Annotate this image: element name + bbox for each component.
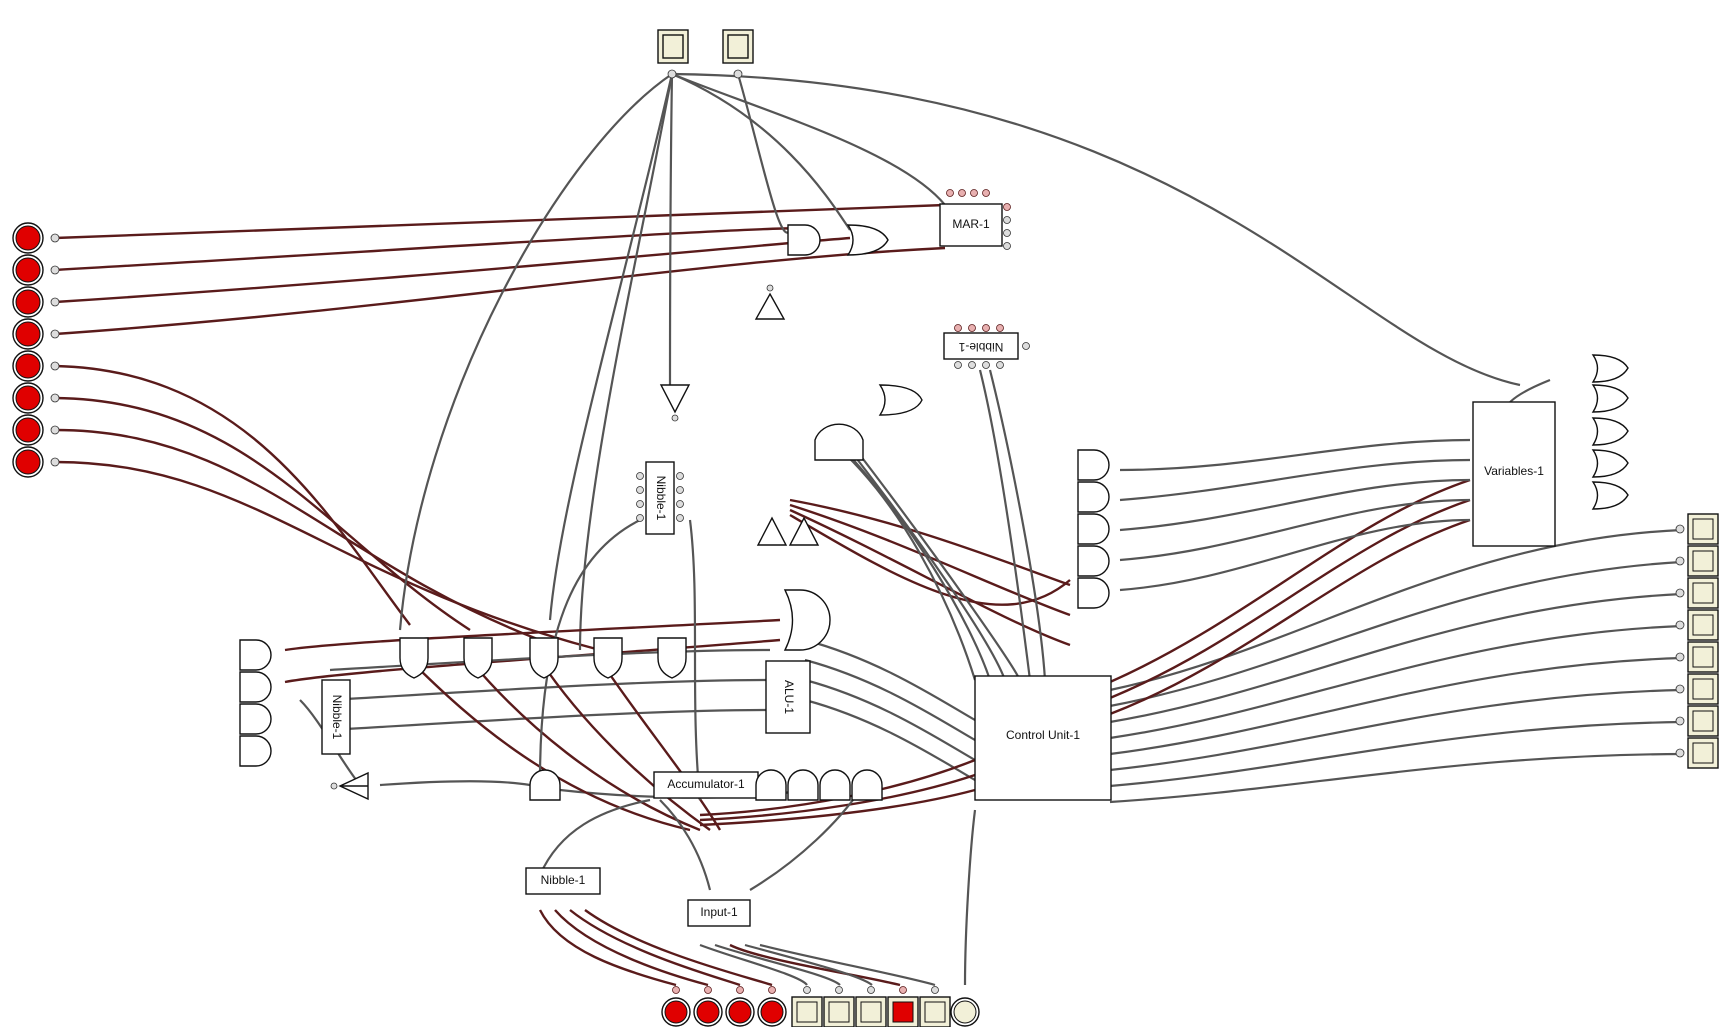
variables-label: Variables-1 [1484, 464, 1544, 478]
input-switch[interactable] [919, 986, 951, 1027]
alu-chip[interactable]: ALU-1 [765, 660, 811, 734]
and-gate-vertical [814, 423, 864, 461]
mar-chip[interactable]: MAR-1 [939, 189, 1011, 250]
control-unit-label: Control Unit-1 [1006, 728, 1080, 742]
output-led [12, 446, 60, 478]
nibble-top-label: Nibble-1 [958, 340, 1003, 354]
not-gate [754, 284, 786, 320]
top-switches [657, 29, 754, 79]
nibble-left-chip[interactable]: Nibble-1 [321, 679, 351, 755]
output-led [693, 986, 723, 1027]
right-switch-column [1675, 513, 1719, 769]
alu-wires [559, 369, 1071, 827]
input-switch[interactable] [823, 986, 855, 1027]
control-unit-chip[interactable]: Control Unit-1 [974, 675, 1112, 801]
alu-label: ALU-1 [782, 680, 796, 714]
or-gate [846, 224, 889, 256]
nibble-bottom-label: Nibble-1 [541, 873, 586, 887]
and-gate [787, 224, 821, 256]
accumulator-label: Accumulator-1 [667, 777, 745, 791]
nibble-top-chip[interactable]: Nibble-1 [943, 324, 1030, 369]
output-led [757, 986, 787, 1027]
xor-gate-row [399, 637, 687, 679]
output-led [12, 350, 60, 382]
and-gate-large [783, 589, 831, 651]
wire-layer [54, 72, 1683, 987]
bottom-round-switch[interactable] [950, 997, 980, 1027]
input-switch[interactable] [1675, 641, 1719, 673]
and-gate-row-bottom [529, 769, 883, 801]
input-switch[interactable] [1675, 513, 1719, 545]
or-gate [878, 384, 923, 416]
nibble-mid-chip[interactable]: Nibble-1 [636, 461, 684, 535]
bottom-wires [299, 699, 977, 987]
not-gate [788, 516, 820, 546]
input-switch[interactable] [1675, 705, 1719, 737]
accumulator-chip[interactable]: Accumulator-1 [653, 771, 759, 799]
input-switch[interactable] [1675, 737, 1719, 769]
input-switch[interactable] [855, 986, 887, 1027]
output-led [12, 286, 60, 318]
left-led-column [12, 222, 60, 478]
nibble-mid-label: Nibble-1 [654, 476, 668, 521]
input-switch[interactable] [1675, 577, 1719, 609]
and-gate-column-left [239, 639, 272, 767]
bottom-indicator-row [661, 986, 980, 1027]
xor-wires [284, 519, 781, 832]
output-led [12, 382, 60, 414]
output-led [12, 254, 60, 286]
output-led [725, 986, 755, 1027]
nibble-bottom-chip[interactable]: Nibble-1 [525, 867, 601, 895]
input-label: Input-1 [700, 905, 738, 919]
input-switch[interactable] [887, 986, 919, 1027]
output-led [12, 222, 60, 254]
output-led [661, 986, 691, 1027]
not-gate [330, 771, 369, 801]
output-led [12, 414, 60, 446]
input-switch[interactable] [1675, 673, 1719, 705]
input-switch[interactable] [1675, 545, 1719, 577]
top-switch[interactable] [722, 29, 754, 79]
clock-wires [398, 72, 1521, 651]
mar-label: MAR-1 [952, 217, 990, 231]
variables-chip[interactable]: Variables-1 [1472, 401, 1556, 547]
not-gate [756, 516, 788, 546]
input-chip[interactable]: Input-1 [687, 899, 751, 927]
input-switch[interactable] [1675, 609, 1719, 641]
led-bus-wires [54, 203, 946, 652]
output-wires [1109, 528, 1683, 804]
top-switch[interactable] [657, 29, 689, 79]
nibble-left-label: Nibble-1 [330, 695, 344, 740]
not-gate [659, 384, 691, 422]
input-switch[interactable] [791, 986, 823, 1027]
or-gate-column [1591, 354, 1629, 510]
output-led [12, 318, 60, 350]
and-gate-column [1077, 449, 1110, 609]
